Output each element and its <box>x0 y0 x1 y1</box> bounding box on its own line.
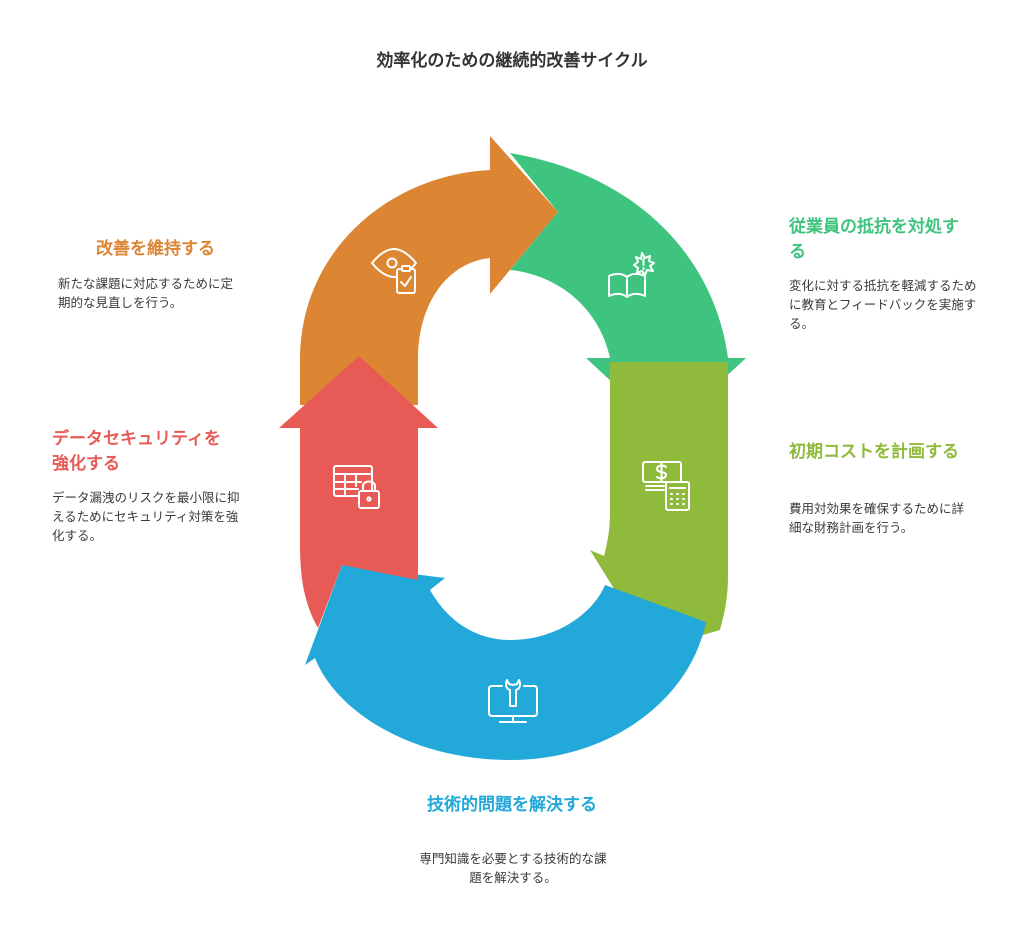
step-heading-resistance: 従業員の抵抗を対処する <box>789 217 959 262</box>
step-heading-technical: 技術的問題を解決する <box>427 795 597 815</box>
step-description-technical: 専門知識を必要とする技術的な課題を解決する。 <box>419 851 607 885</box>
step-description-resistance: 変化に対する抵抗を軽減するために教育とフィードバックを実施する。 <box>789 278 977 331</box>
money-calculator-icon <box>642 461 690 511</box>
diagram-title: 効率化のための継続的改善サイクル <box>376 51 648 71</box>
step-heading-maintain: 改善を維持する <box>96 239 215 259</box>
step-description-maintain: 新たな課題に対応するために定期的な見直しを行う。 <box>58 276 234 310</box>
step-description-security: データ漏洩のリスクを最小限に抑えるためにセキュリティ対策を強化する。 <box>52 490 240 543</box>
step-description-cost: 費用対効果を確保するために詳細な財務計画を行う。 <box>789 501 965 535</box>
book-alert-icon <box>608 252 655 298</box>
cycle-arrow-technical <box>305 565 706 760</box>
cycle-arrow-cost <box>590 362 728 650</box>
monitor-wrench-icon <box>488 679 538 723</box>
cycle-arrow-maintain <box>300 136 558 405</box>
step-heading-cost: 初期コストを計画する <box>789 442 959 462</box>
eye-clipboard-icon <box>371 248 417 294</box>
table-lock-icon <box>333 465 380 509</box>
step-heading-security: データセキュリティを強化する <box>52 429 221 474</box>
